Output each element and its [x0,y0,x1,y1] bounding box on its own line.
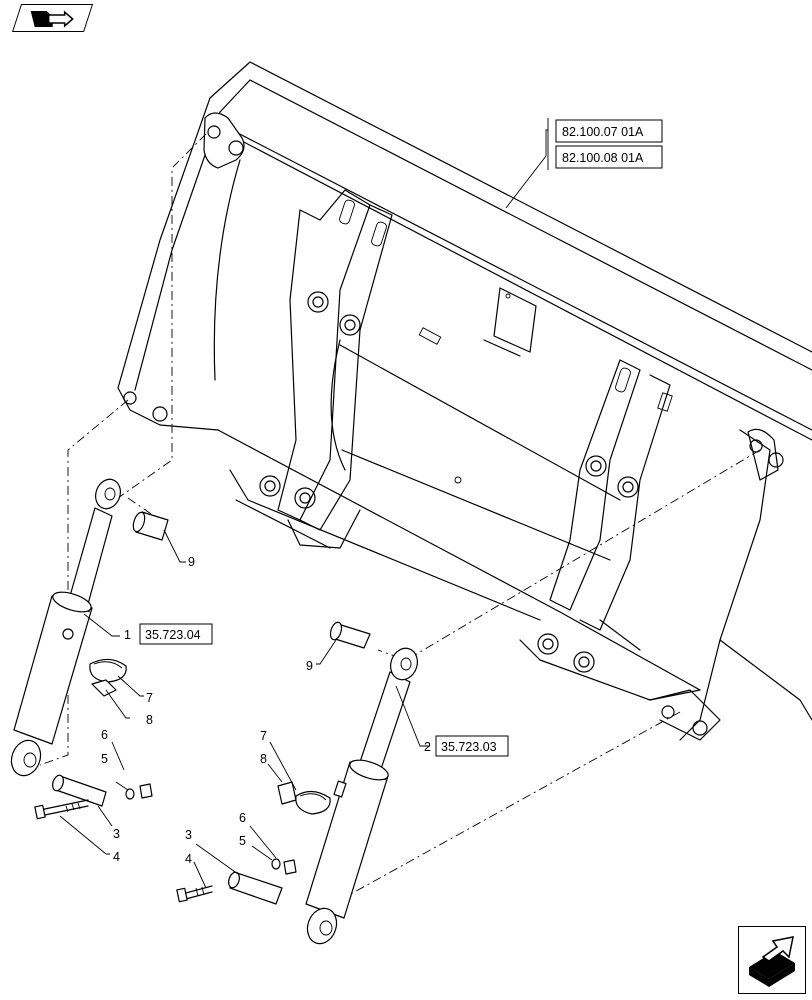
callout-9: 9 [188,555,195,569]
callout-4: 4 [185,852,192,866]
reference-label: 35.723.04 [145,628,201,642]
leader-lines [59,118,549,889]
reference-82-100-07[interactable]: 82.100.07 01A [555,119,663,143]
reference-35-723-03[interactable]: 35.723.03 [435,735,509,757]
callout-6: 6 [101,728,108,742]
callout-2: 2 [424,740,431,754]
callout-numbers: 1 2 3 3 4 4 5 5 6 6 7 7 8 8 9 9 [101,555,431,866]
callout-8: 8 [146,713,153,727]
callout-6: 6 [239,811,246,825]
right-small-parts [176,621,371,905]
reference-label: 82.100.08 01A [562,151,644,165]
left-small-parts [34,511,169,820]
left-cylinder [10,478,121,777]
reference-82-100-08[interactable]: 82.100.08 01A [555,145,663,169]
callout-7: 7 [146,691,153,705]
callout-5: 5 [101,752,108,766]
bucket-assembly [117,61,812,741]
reference-label: 82.100.07 01A [562,125,644,139]
callout-5: 5 [239,834,246,848]
callout-9: 9 [306,659,313,673]
right-cylinder [305,647,418,945]
reference-35-723-04[interactable]: 35.723.04 [139,623,213,645]
callout-4: 4 [113,850,120,864]
callout-8: 8 [260,752,267,766]
next-page-arrow-icon[interactable] [738,926,806,994]
callout-3: 3 [113,827,120,841]
callout-7: 7 [260,729,267,743]
reference-label: 35.723.03 [441,740,497,754]
book-page-icon[interactable] [12,4,94,32]
callout-3: 3 [185,828,192,842]
callout-1: 1 [124,628,131,642]
